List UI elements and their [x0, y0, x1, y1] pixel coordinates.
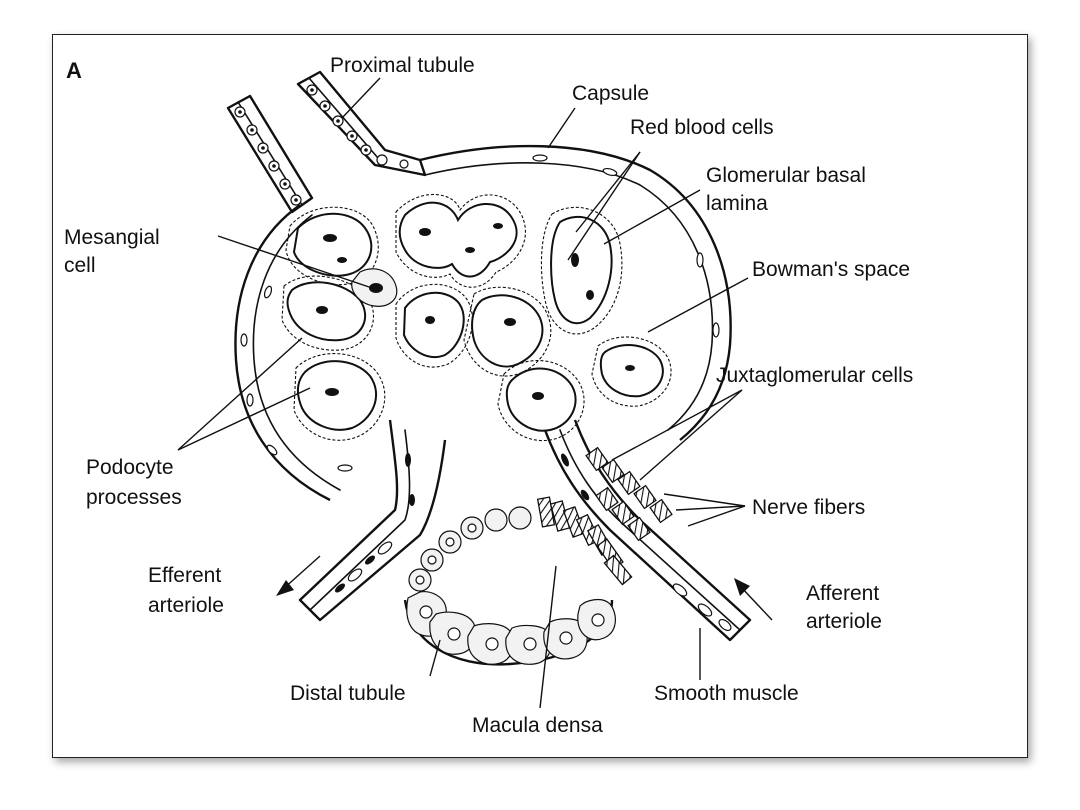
label-capsule: Capsule [572, 82, 649, 105]
label-distal-tubule: Distal tubule [290, 682, 406, 705]
label-afferent-arteriole-line1: Afferent [806, 582, 879, 605]
label-proximal-tubule: Proximal tubule [330, 54, 475, 77]
panel-letter: A [66, 58, 82, 83]
label-glomerular-basal-lamina-line1: Glomerular basal [706, 164, 866, 187]
leader-lines [177, 77, 749, 709]
label-efferent-arteriole-line2: arteriole [148, 594, 224, 617]
distal-tubule-cells [406, 591, 616, 665]
juxtaglomerular-cell-cluster [585, 446, 673, 542]
label-red-blood-cells: Red blood cells [630, 116, 774, 139]
label-podocyte-processes-line2: processes [86, 486, 182, 509]
proximal-tubule-structure [226, 70, 427, 214]
label-nerve-fibers: Nerve fibers [752, 496, 865, 519]
label-afferent-arteriole-line2: arteriole [806, 610, 882, 633]
capsule-wall-nuclei [240, 154, 720, 472]
efferent-flow-arrow [276, 555, 321, 596]
distal-tubule-structure [403, 496, 633, 666]
label-juxtaglomerular-cells: Juxtaglomerular cells [716, 364, 913, 387]
label-mesangial-cell-line2: cell [64, 254, 96, 277]
capillary-loops [281, 193, 672, 442]
afferent-flow-arrow [734, 578, 773, 621]
macula-densa-cells [536, 496, 633, 586]
label-smooth-muscle: Smooth muscle [654, 682, 799, 705]
bowmans-capsule [234, 144, 732, 502]
label-glomerular-basal-lamina-line2: lamina [706, 192, 768, 215]
arterioles [298, 419, 752, 642]
label-podocyte-processes-line1: Podocyte [86, 456, 174, 479]
label-mesangial-cell-line1: Mesangial [64, 226, 160, 249]
label-bowmans-space: Bowman's space [752, 258, 910, 281]
label-macula-densa: Macula densa [472, 714, 603, 737]
label-efferent-arteriole-line1: Efferent [148, 564, 221, 587]
